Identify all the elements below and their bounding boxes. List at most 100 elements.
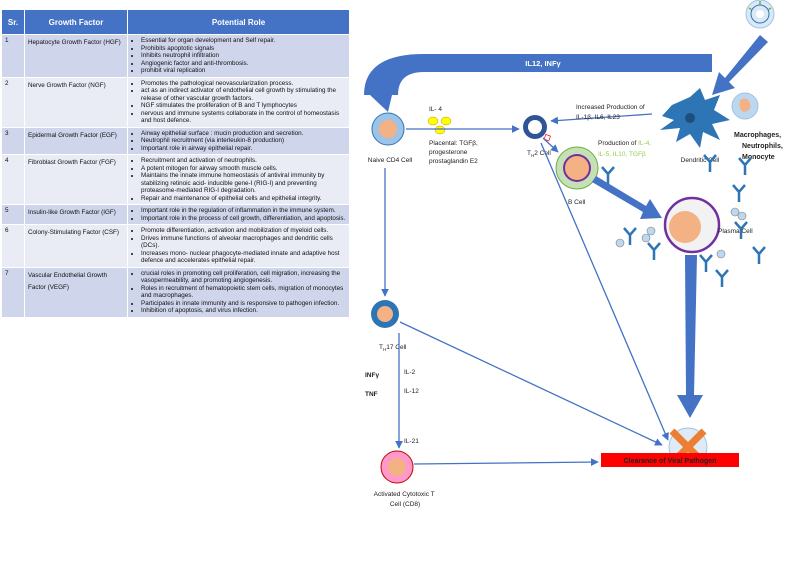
potential-role-cell: Essential for organ development and Self… [127,34,350,78]
role-item: Inhibits neutrophil infiltration [141,52,346,60]
row-number: 6 [1,224,25,268]
role-list: Important role in the regulation of infl… [131,207,346,222]
th2-to-clearance-arrow [540,142,669,441]
il12-label: IL-12 [404,388,419,395]
placental-label: Placental: TGFβ, progesterone prostaglan… [429,140,480,165]
increased-production-label: Increased Production of IL-1β, IL6, IL23 [576,104,646,121]
role-item: act as an indirect activator of endothel… [141,87,346,102]
role-item: Participates in innate immunity and is r… [141,300,346,308]
role-item: Increases mono- nuclear phagocyte-mediat… [141,250,346,265]
role-item: Inhibition of apoptosis, and virus infec… [141,307,346,315]
il4-label: IL- 4 [429,106,442,113]
immune-response-diagram: IL12, INFγ Naive CD4 Cell IL- 4 Placenta… [364,0,783,508]
naive-cd4-label: Naive CD4 Cell [368,157,413,164]
il4-dot [427,116,439,126]
production-cytokines: IL-5, IL10, TGFβ [598,151,646,158]
role-item: Important role in the process of cell gr… [141,215,346,223]
role-item: Maintains the innate immune homeostasis … [141,172,346,195]
row-number: 1 [1,34,25,78]
role-item: A potent mitogen for airway smooth muscl… [141,165,346,173]
growth-factor-name: Epidermal Growth Factor (EGF) [24,126,128,155]
role-item: Essential for organ development and Self… [141,37,346,45]
th17-cell [371,300,399,328]
row-number: 4 [1,154,25,205]
infg-label: INFγ [365,372,379,379]
plasma-cell [663,196,721,254]
header-sr: Sr. [1,9,25,35]
il2-label: IL-2 [404,369,416,376]
role-list: crucial roles in promoting cell prolifer… [131,270,346,315]
clearance-label: Clearance of Viral Pathogen [624,458,717,465]
row-number: 2 [1,76,25,128]
role-item: Recruitment and activation of neutrophil… [141,157,346,165]
role-item: Repair and maintenance of epithelial cel… [141,195,346,203]
header-potential-role: Potential Role [127,9,350,35]
macrophage-icon [731,92,759,120]
virus-to-dendritic-arrow [712,35,768,95]
plasma-to-clearance-arrow [677,255,703,418]
row-number: 5 [1,204,25,225]
role-item: Important role in the regulation of infl… [141,207,346,215]
growth-factor-name: Insulin-like Growth Factor (IGF) [24,204,128,225]
role-item: NGF stimulates the proliferation of B an… [141,102,346,110]
role-item: Airway epithelial surface : mucin produc… [141,130,346,138]
role-item: Prohibits apoptotic signals [141,45,346,53]
growth-factor-name: Nerve Growth Factor (NGF) [24,76,128,128]
growth-factor-name: Fibroblast Growth Factor (FGF) [24,154,128,205]
potential-role-cell: Promote differentiation, activation and … [127,224,350,268]
il4-dot [434,125,446,135]
dendritic-label: Dendritic Cell [681,157,720,164]
b-cell-label: B Cell [568,199,586,206]
cytotoxic-t-cell [380,450,414,484]
cd8-to-clearance-arrow [413,458,599,466]
potential-role-cell: Recruitment and activation of neutrophil… [127,154,350,205]
role-item: nervous and immune systems collaborate i… [141,110,346,125]
role-item: crucial roles in promoting cell prolifer… [141,270,346,285]
th17-label: TH17 Cell [379,344,407,352]
plasma-cell-label: Plasma Cell [718,228,753,235]
antibody-icons [601,154,766,287]
il21-label: IL-21 [404,438,419,445]
role-list: Essential for organ development and Self… [131,37,346,75]
role-item: Important role in airway epithelial repa… [141,145,346,153]
activated-cd8-label: Activated Cytotoxic T Cell (CD8) [374,491,437,508]
virus-particles [615,207,747,259]
role-list: Recruitment and activation of neutrophil… [131,157,346,202]
potential-role-cell: Important role in the regulation of infl… [127,204,350,225]
row-number: 3 [1,126,25,155]
dendritic-to-th2-arrow [550,113,653,125]
potential-role-cell: crucial roles in promoting cell prolifer… [127,266,350,318]
role-list: Promote differentiation, activation and … [131,227,346,265]
role-list: Promotes the pathological neovasculariza… [131,80,346,125]
growth-factor-name: Hepatocyte Growth Factor (HGF) [24,34,128,78]
dendritic-cell [660,88,730,148]
clearance-box [601,453,739,467]
naive-cd4-cell [371,112,405,146]
role-item: Promote differentiation, activation and … [141,227,346,235]
tnf-label: TNF [365,391,378,398]
th17-to-clearance-arrow [399,321,663,446]
il4-dot [440,116,452,126]
header-growth-factor: Growth Factor [24,9,128,35]
role-list: Airway epithelial surface : mucin produc… [131,130,346,153]
role-item: Neutrophil recruitment (via interleukin-… [141,137,346,145]
potential-role-cell: Promotes the pathological neovasculariza… [127,76,350,128]
potential-role-cell: Airway epithelial surface : mucin produc… [127,126,350,155]
b-cell [555,146,599,190]
bcell-to-plasma-arrow [592,176,662,219]
th2-label: TH2 Cell [527,150,551,158]
growth-factor-name: Vascular Endothelial Growth Factor (VEGF… [24,266,128,318]
role-item: Drives immune functions of alveolar macr… [141,235,346,250]
role-item: Angiogenic factor and anti-thrombosis. [141,60,346,68]
production-label: Production of IL-4, [598,140,651,147]
role-item: prohibit viral replication [141,67,346,75]
row-number: 7 [1,266,25,318]
growth-factor-name: Colony-Stimulating Factor (CSF) [24,224,128,268]
